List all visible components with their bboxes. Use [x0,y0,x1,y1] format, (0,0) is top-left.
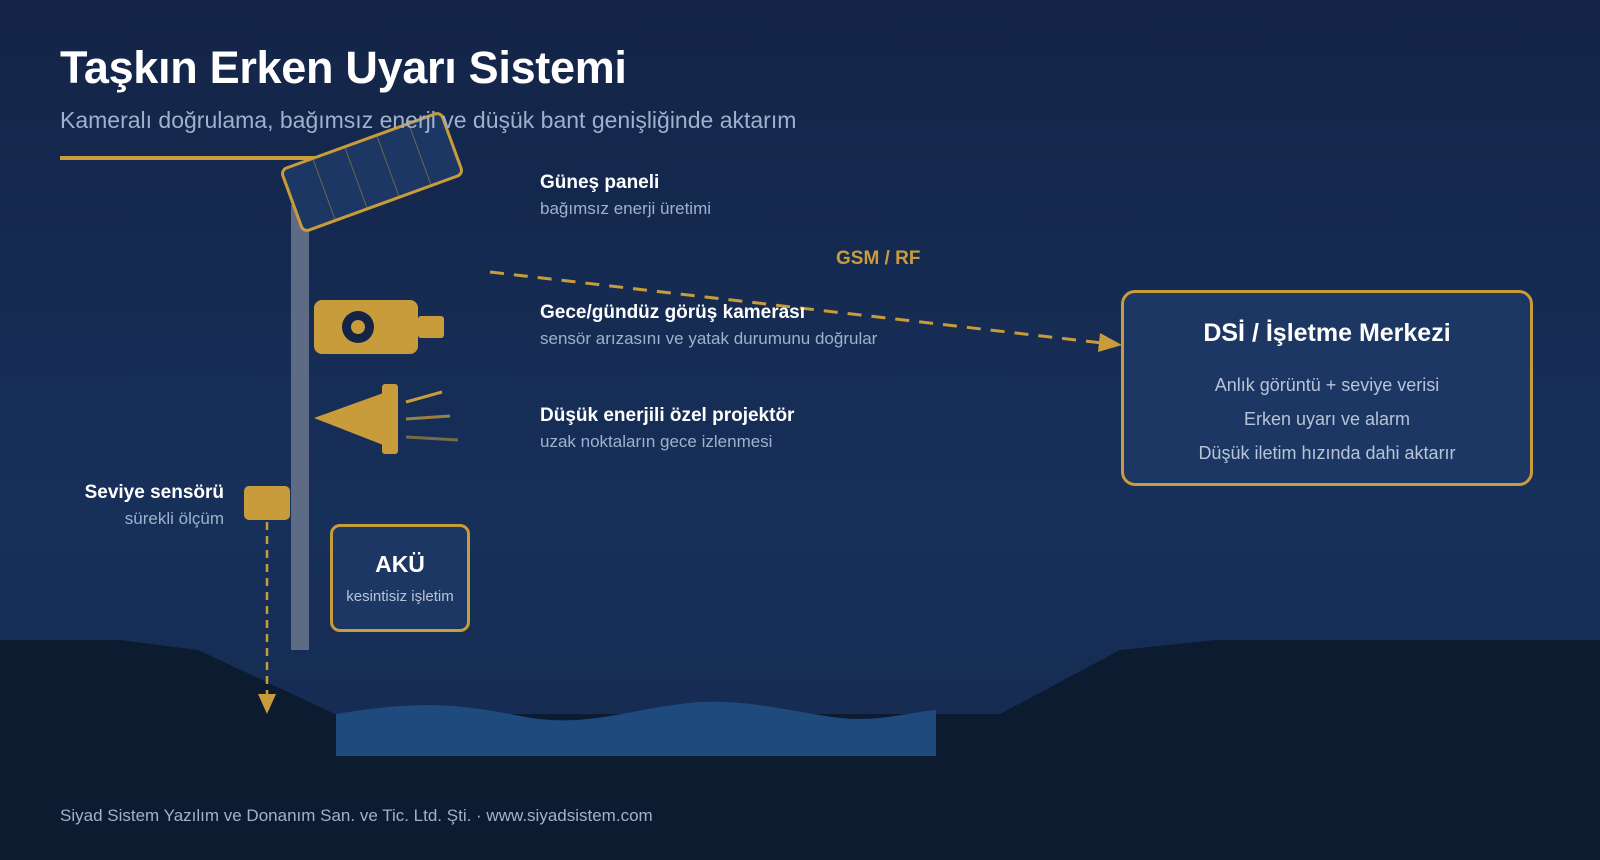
gsm-link-line [489,270,1103,345]
operations-center-item: Düşük iletim hızında dahi aktarır [1198,443,1456,463]
level-sensor-title: Seviye sensörü [84,482,224,503]
operations-center-item: Anlık görüntü + seviye verisi [1214,375,1440,395]
level-sensor-desc: sürekli ölçüm [124,509,224,528]
operations-center-item: Erken uyarı ve alarm [1243,409,1411,429]
river-water [336,701,936,756]
level-sensor-icon [244,486,290,520]
page-subtitle: Kameralı doğrulama, bağımsız enerji ve d… [60,107,797,133]
pole [291,205,309,650]
camera-icon [314,300,444,354]
projector-title: Düşük enerjili özel projektör [540,405,795,426]
camera-desc: sensör arızasını ve yatak durumunu doğru… [540,329,878,348]
level-sensor-label: Seviye sensörü sürekli ölçüm [85,481,224,530]
camera-label: Gece/gündüz görüş kamerası sensör arızas… [540,301,877,350]
gsm-link-arrow-head [1098,333,1122,352]
projector-icon [314,384,459,454]
battery-box: AKÜ kesintisiz işletim [330,524,470,632]
sensor-arrow-head [258,694,276,714]
operations-center-title: DSİ / İşletme Merkezi [1203,319,1451,347]
page-title: Taşkın Erken Uyarı Sistemi [60,42,627,93]
solar-panel-icon [281,112,463,232]
battery-desc: kesintisiz işletim [346,588,454,605]
gsm-link-label: GSM / RF [836,248,921,269]
operations-center-list: Anlık görüntü + seviye verisi Erken uyar… [1124,368,1530,470]
operations-center-box: DSİ / İşletme Merkezi Anlık görüntü + se… [1121,290,1533,486]
camera-title: Gece/gündüz görüş kamerası [540,302,806,323]
footer-text: Siyad Sistem Yazılım ve Donanım San. ve … [60,806,653,825]
projector-desc: uzak noktaların gece izlenmesi [540,432,773,451]
solar-panel-label: Güneş paneli bağımsız enerji üretimi [540,171,711,220]
solar-panel-title: Güneş paneli [540,172,660,193]
solar-panel-desc: bağımsız enerji üretimi [540,199,712,218]
projector-label: Düşük enerjili özel projektör uzak nokta… [540,404,794,453]
battery-title: AKÜ [375,551,425,577]
